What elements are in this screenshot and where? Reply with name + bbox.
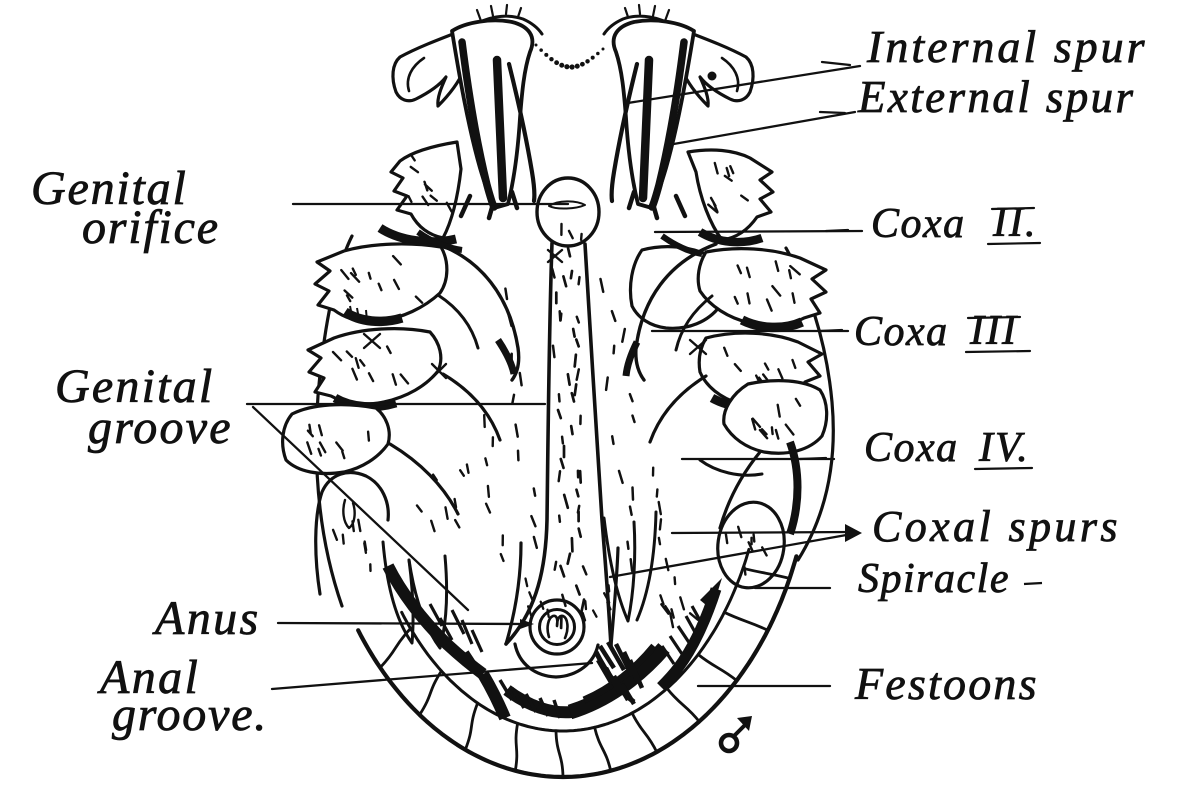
svg-text:groove: groove — [88, 401, 233, 454]
svg-text:Coxa: Coxa — [854, 309, 949, 355]
svg-text:III: III — [969, 308, 1018, 354]
svg-text:Anus: Anus — [152, 592, 261, 645]
svg-text:Coxa: Coxa — [864, 425, 959, 471]
svg-text:orifice: orifice — [82, 201, 220, 254]
svg-text:Spiracle: Spiracle — [858, 556, 1010, 602]
svg-text:Internal spur: Internal spur — [866, 21, 1148, 72]
svg-text:II.: II. — [992, 200, 1037, 246]
svg-text:Coxal spurs: Coxal spurs — [872, 502, 1121, 551]
svg-text:groove.: groove. — [112, 688, 268, 741]
svg-text:Genital: Genital — [55, 360, 214, 413]
svg-text:IV.: IV. — [978, 425, 1030, 471]
svg-text:Genital: Genital — [31, 162, 188, 215]
svg-text:Festoons: Festoons — [854, 658, 1039, 709]
svg-text:Anal: Anal — [97, 651, 200, 704]
svg-text:External spur: External spur — [857, 72, 1135, 122]
svg-text:Coxa: Coxa — [871, 201, 966, 247]
